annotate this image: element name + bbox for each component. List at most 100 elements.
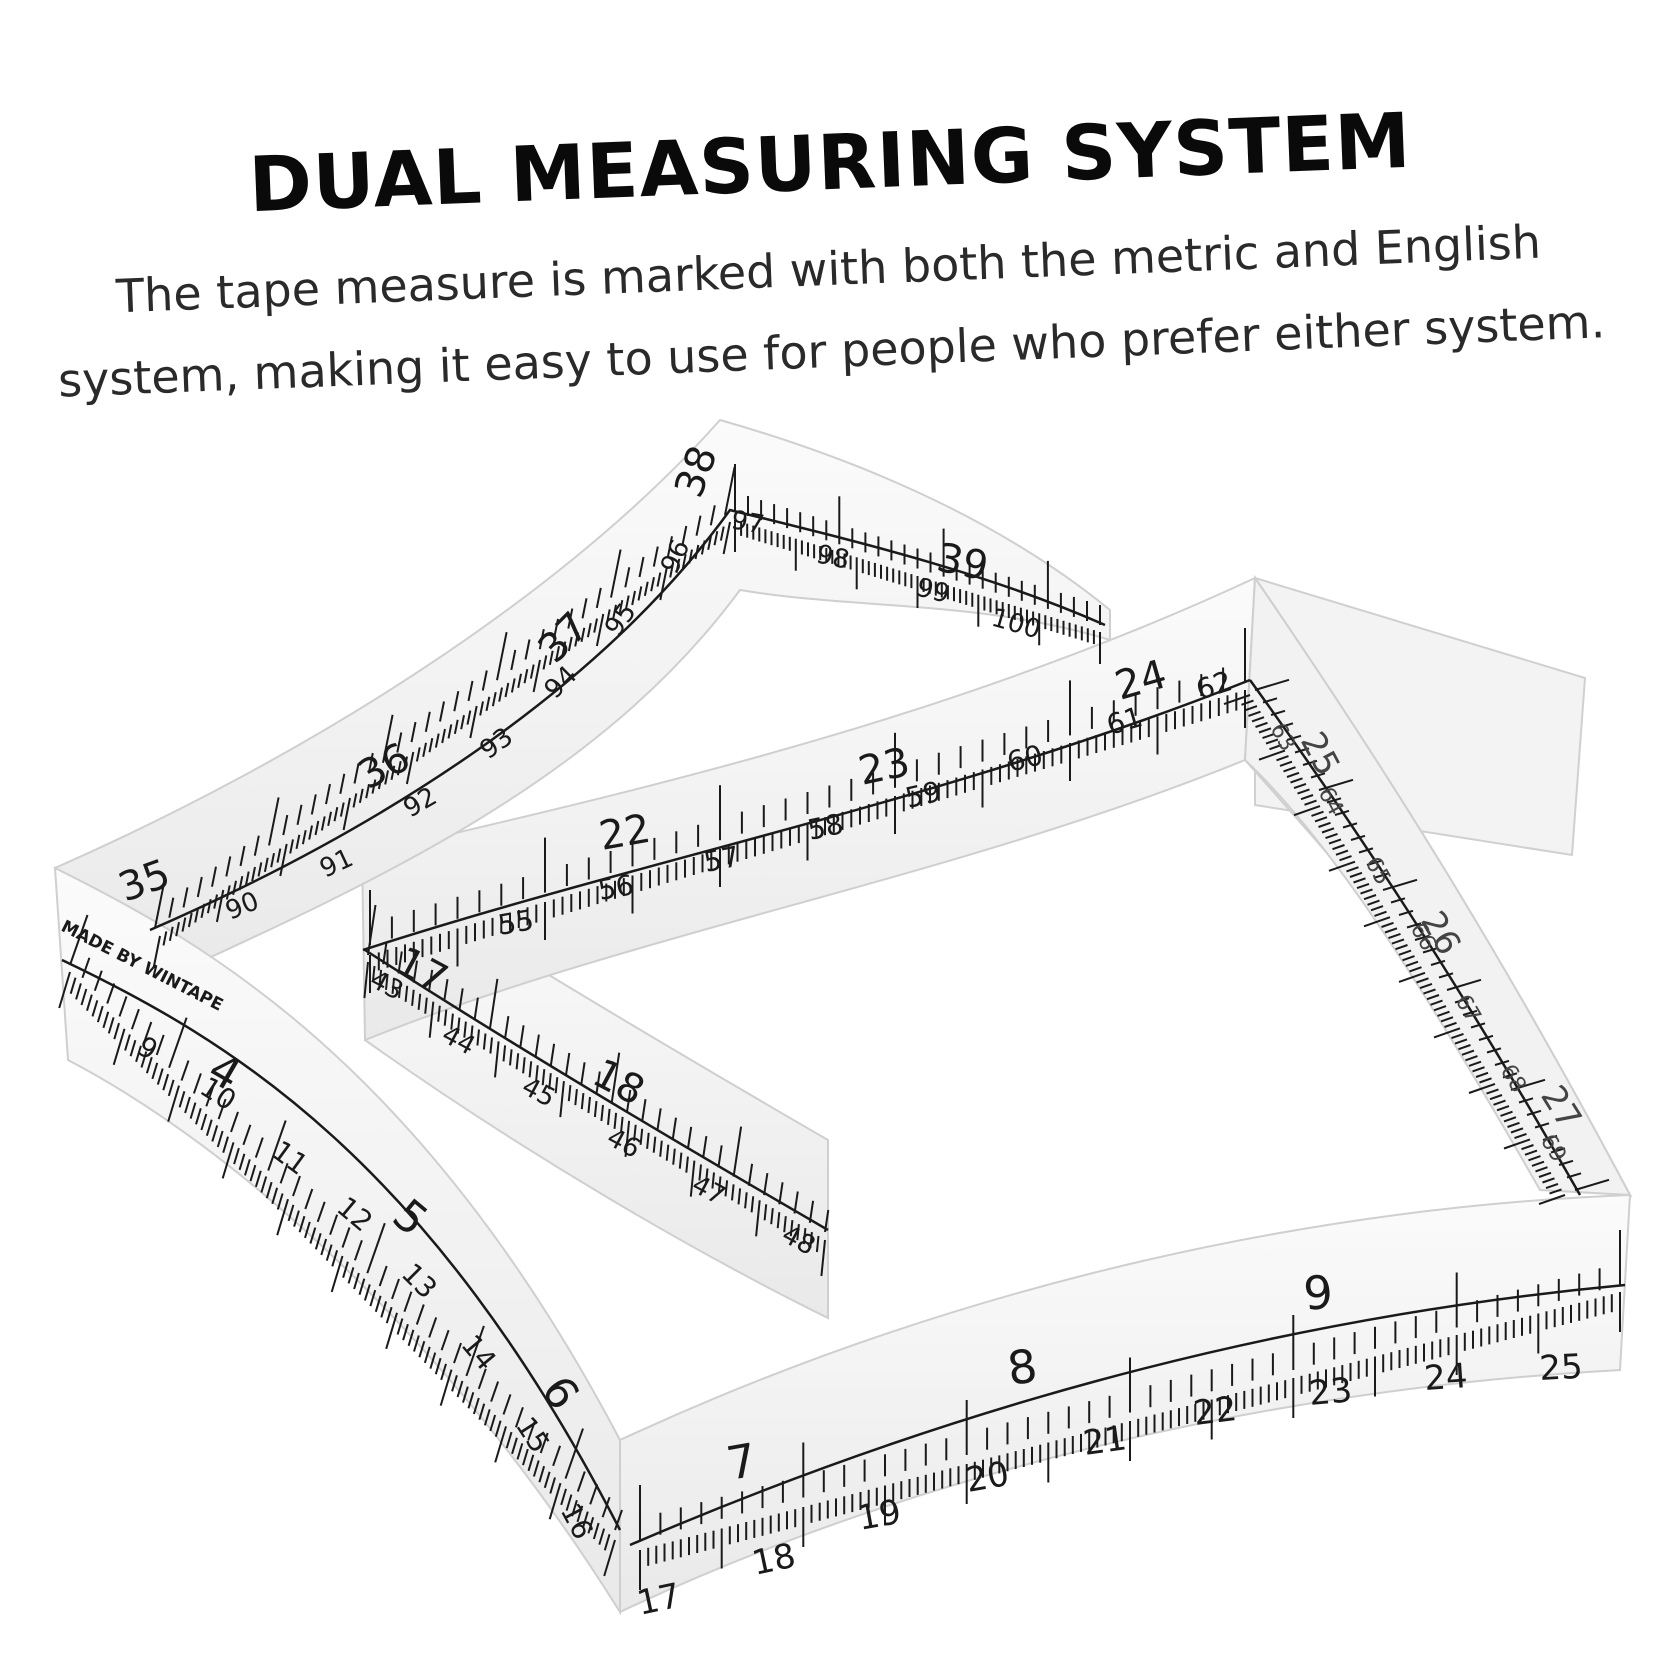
- tick-mark: [267, 1120, 287, 1171]
- tick-mark: [396, 732, 403, 753]
- tick-mark: [195, 1108, 202, 1125]
- tick-mark: [352, 793, 358, 808]
- tick-mark: [548, 650, 554, 665]
- tick-mark: [1500, 1110, 1513, 1117]
- tick-mark: [1326, 797, 1342, 804]
- tick-mark: [527, 1454, 535, 1472]
- tick-mark: [770, 1208, 774, 1225]
- tick-mark: [576, 1471, 586, 1492]
- tick-mark: [504, 1015, 510, 1039]
- tick-mark: [549, 1043, 556, 1066]
- tick-mark: [429, 1352, 437, 1369]
- tick-mark: [451, 1375, 458, 1392]
- tick-mark: [482, 1033, 487, 1050]
- tick-mark: [659, 567, 668, 601]
- tick-mark: [1251, 716, 1265, 723]
- tick-mark: [517, 673, 522, 688]
- tick-mark: [1496, 1105, 1510, 1112]
- tick-mark: [371, 779, 377, 794]
- tick-mark: [1433, 1027, 1461, 1039]
- tick-mark: [469, 705, 478, 739]
- tick-mark: [522, 1057, 526, 1074]
- tick-mark: [1444, 1021, 1457, 1028]
- tick-mark: [182, 887, 189, 908]
- tick-mark: [162, 931, 168, 946]
- tick-mark: [1458, 1044, 1471, 1051]
- tick-mark: [140, 1051, 148, 1068]
- tick-mark: [385, 1306, 393, 1324]
- cm-label: 17: [634, 1576, 685, 1624]
- tick-mark: [600, 1104, 604, 1122]
- tick-mark: [610, 549, 622, 598]
- inch-label: 9: [1301, 1265, 1335, 1321]
- tick-mark: [1283, 766, 1296, 773]
- tick-mark: [809, 1232, 813, 1249]
- tick-mark: [1241, 699, 1254, 706]
- tick-mark: [574, 632, 579, 647]
- tick-mark: [472, 1397, 480, 1415]
- tick-mark: [1279, 760, 1293, 767]
- tick-mark: [439, 1369, 453, 1406]
- tick-mark: [620, 1116, 624, 1133]
- tick-mark: [1332, 844, 1345, 851]
- tape-tick-marks: [58, 464, 1621, 1590]
- tick-mark: [491, 692, 497, 707]
- tick-mark: [423, 1346, 431, 1364]
- tick-mark: [1262, 732, 1275, 740]
- tick-mark: [456, 1017, 461, 1034]
- tick-mark: [410, 721, 417, 743]
- tick-mark: [112, 1028, 126, 1066]
- tick-mark: [342, 797, 351, 831]
- tick-mark: [586, 623, 592, 638]
- tick-mark: [724, 466, 736, 516]
- tick-mark: [1349, 871, 1363, 878]
- cm-label: 19: [855, 1492, 905, 1539]
- tick-mark: [238, 1153, 246, 1171]
- tick-mark: [86, 994, 93, 1011]
- tick-mark: [1503, 1116, 1517, 1123]
- tick-mark: [254, 1170, 262, 1188]
- tick-mark: [776, 1212, 781, 1229]
- tick-mark: [535, 1065, 539, 1082]
- tick-mark: [189, 1102, 197, 1119]
- tick-mark: [1293, 782, 1307, 790]
- tick-mark: [233, 1147, 240, 1165]
- tick-mark: [1321, 827, 1335, 834]
- tick-mark: [249, 1164, 257, 1182]
- tick-mark: [1363, 894, 1377, 901]
- tick-mark: [1526, 1109, 1542, 1116]
- tick-mark: [1409, 966, 1422, 973]
- tick-mark: [304, 1221, 311, 1239]
- cm-label: 22: [1191, 1389, 1239, 1434]
- tick-mark: [675, 558, 681, 573]
- tick-mark: [242, 1124, 252, 1146]
- tick-mark: [1502, 1072, 1518, 1079]
- tick-mark: [1223, 694, 1251, 706]
- tick-mark: [1258, 749, 1286, 761]
- tick-mark: [1370, 905, 1384, 912]
- tick-mark: [363, 961, 369, 999]
- tick-mark: [91, 1000, 99, 1017]
- tick-mark: [353, 763, 360, 784]
- tick-mark: [514, 1406, 524, 1428]
- tick-mark: [415, 747, 421, 762]
- tick-mark: [371, 965, 376, 983]
- tick-mark: [465, 1325, 485, 1377]
- tick-mark: [633, 1124, 637, 1141]
- tick-mark: [271, 1187, 279, 1205]
- tick-mark: [624, 567, 631, 588]
- tick-mark: [363, 1284, 371, 1301]
- tick-mark: [1310, 772, 1326, 779]
- tick-mark: [750, 1196, 755, 1213]
- tick-mark: [610, 1052, 621, 1103]
- tick-mark: [415, 1304, 425, 1325]
- tick-mark: [1391, 938, 1405, 945]
- tick-mark: [481, 670, 488, 691]
- tick-mark: [251, 866, 256, 882]
- tick-mark: [167, 1079, 175, 1097]
- tick-mark: [689, 1160, 696, 1197]
- cm-label: 59: [902, 775, 944, 815]
- tick-mark: [396, 761, 402, 776]
- tick-mark: [412, 960, 418, 983]
- tick-mark: [631, 590, 636, 606]
